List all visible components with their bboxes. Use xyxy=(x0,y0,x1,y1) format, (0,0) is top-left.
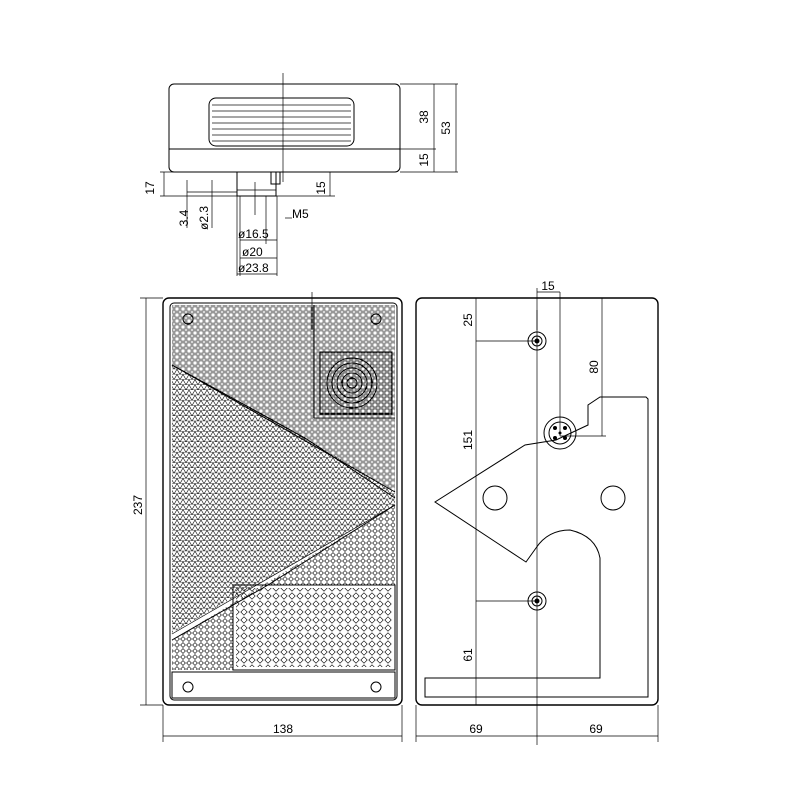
reflector-region-diamond-lower xyxy=(172,505,395,640)
top-view: 38 15 53 17 3.4 ø2.3 15 M5 ø16.5 ø20 ø23… xyxy=(143,73,458,276)
mount-hole-bottom-right xyxy=(370,681,382,693)
dim-25: 25 xyxy=(461,313,475,327)
dim-138: 138 xyxy=(273,722,293,736)
rear-hole-right xyxy=(600,485,626,511)
mount-hole-top-right xyxy=(370,313,382,325)
rear-hole-left xyxy=(482,485,508,511)
top-view-lens xyxy=(208,97,355,147)
concentric-rings xyxy=(326,357,378,409)
dim-15-connector: 15 xyxy=(541,279,555,293)
top-view-lens-ribs xyxy=(212,103,351,143)
dim-3-4: 3.4 xyxy=(177,209,191,226)
mount-hole-top-left xyxy=(182,313,194,325)
connector-stud-collar xyxy=(270,171,281,185)
dim-d20: ø20 xyxy=(242,245,263,259)
dim-38: 38 xyxy=(417,110,431,124)
dim-15-top: 15 xyxy=(417,153,431,167)
connector-stud xyxy=(236,171,277,197)
dim-69-left: 69 xyxy=(469,722,483,736)
rear-mounting-plate xyxy=(424,396,649,698)
dim-53: 53 xyxy=(439,121,453,135)
dim-d2-3: ø2.3 xyxy=(197,206,211,230)
dim-61: 61 xyxy=(461,648,475,662)
dim-151: 151 xyxy=(461,430,475,450)
dim-17: 17 xyxy=(143,181,157,195)
dim-d16-5: ø16.5 xyxy=(238,227,269,241)
rear-view: 25 151 61 15 80 69 69 xyxy=(415,279,659,745)
reflector-region-bottom xyxy=(171,671,396,699)
dim-237: 237 xyxy=(131,495,145,515)
dim-15-stud: 15 xyxy=(314,181,328,195)
dim-69-right: 69 xyxy=(589,722,603,736)
reflector-region-triangle xyxy=(170,365,395,634)
mount-hole-bottom-left xyxy=(182,681,194,693)
dim-d23-8: ø23.8 xyxy=(238,261,269,275)
thread-m5: M5 xyxy=(292,207,309,221)
front-view-lens-frame xyxy=(169,302,398,701)
front-view: 237 138 xyxy=(131,292,403,742)
front-view-outline xyxy=(162,297,403,706)
dim-80: 80 xyxy=(587,360,601,374)
